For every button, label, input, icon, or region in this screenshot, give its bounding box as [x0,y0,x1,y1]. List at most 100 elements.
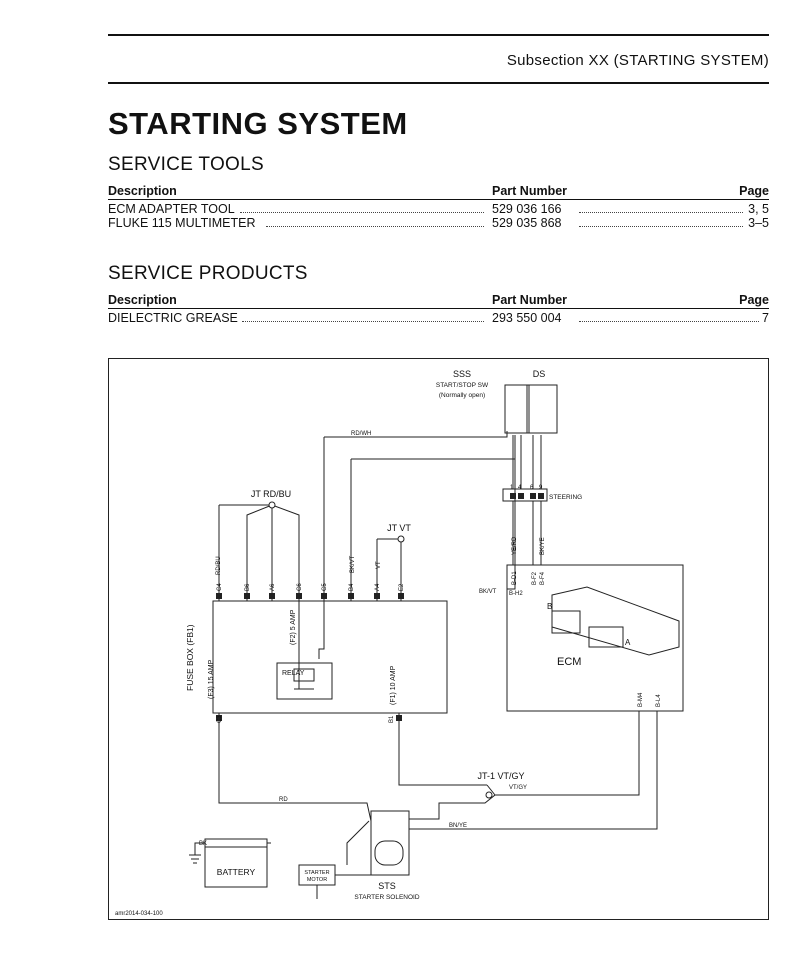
pin-b4: B4 [349,583,355,591]
tool-description: FLUKE 115 MULTIMETER [108,216,256,230]
wiring-diagram: SSS START/STOP SW (Normally open) DS JT … [108,358,769,920]
tool-page: 3, 5 [748,202,769,216]
pin-1: 1 [510,485,514,491]
ecm-a-label: A [625,638,631,647]
pin-c5: C5 [322,583,328,591]
wire-label-bn-ye: BN/YE [449,823,467,829]
fuse-f1-label: (F1) 10 AMP [390,665,397,705]
pin-b-h2: B-H2 [509,591,523,597]
header-rule [108,82,769,84]
product-page: 7 [762,311,769,325]
wire-rd-wh [324,431,508,438]
pin-a6: A6 [270,583,276,591]
wire-rd-bu-a [219,504,273,601]
ecm-label: ECM [557,656,581,668]
pin-b6: B6 [245,583,251,591]
sts-code: STS [378,881,396,891]
wire-label-rd: RD [279,797,288,803]
relay-box [276,662,333,700]
wire-label-bk-vt: BK/VT [479,589,497,595]
col-description: Description [108,293,177,307]
fuse-f3-label: (F3) 15 AMP [208,659,215,699]
service-products-table: Description Part Number Page DIELECTRIC … [108,293,769,325]
ds-body [526,384,558,434]
pin-b-m4: B-M4 [638,692,644,707]
junction-rd-bu [268,501,276,509]
col-page: Page [739,293,769,307]
page-title: STARTING SYSTEM [108,106,408,141]
col-part-number: Part Number [492,293,568,307]
pin-c3: C3 [217,715,223,723]
pin-b-f4: B-F4 [540,571,546,585]
wire-bk-vt [351,435,516,460]
junction-jt1 [485,791,493,799]
wire-label-rd-bu: RD/BU [216,556,222,575]
sss-switch-body [504,384,530,434]
pin-e2: E2 [399,583,405,591]
starter-solenoid-box [370,810,410,876]
jt1-label: JT-1 VT/GY [477,771,524,781]
junction-vt [397,535,405,543]
ecm-box [506,564,684,712]
wire-label-bk-vt-2: BK/VT [350,555,356,573]
pin-9: 9 [539,485,543,491]
wire-label-ye-rd: YE/RD [512,536,518,555]
col-description: Description [108,184,177,198]
service-tools-heading: SERVICE TOOLS [108,154,264,175]
wiring-diagram-svg: SSS START/STOP SW (Normally open) DS JT … [115,369,684,917]
table-header: Description Part Number Page [108,293,769,309]
service-products-heading: SERVICE PRODUCTS [108,263,308,284]
sss-code: SSS [453,369,471,379]
pin-4: 4 [518,485,522,491]
wire-label-bk-ye: BK/YE [540,537,546,555]
steering-connector [502,488,548,502]
col-part-number: Part Number [492,184,568,198]
wire-label-rd-wh: RD/WH [351,431,371,437]
pin-a4: A4 [375,583,381,591]
tool-page: 3–5 [748,216,769,230]
battery-label: BATTERY [217,867,256,877]
tool-part-number: 529 036 166 [492,202,562,216]
wire-vt-gy-ecm [495,711,640,796]
sss-note: (Normally open) [439,392,485,399]
sss-name: START/STOP SW [436,382,489,389]
product-description: DIELECTRIC GREASE [108,311,238,325]
fuse-box-label: FUSE BOX (FB1) [185,624,195,691]
image-id: amr2014-034-100 [115,911,163,917]
table-row: FLUKE 115 MULTIMETER 529 035 868 3–5 [108,216,769,230]
starter-motor-label-2: MOTOR [307,877,327,883]
starter-motor-label-1: STARTER [304,870,329,876]
pin-b-d1: B-D1 [512,571,518,585]
fuse-box [212,600,448,714]
battery-top [204,838,268,848]
subsection-label: Subsection XX (STARTING SYSTEM) [506,52,769,69]
pin-b-f2: B-F2 [532,571,538,585]
ds-code: DS [533,369,546,379]
sts-name: STARTER SOLENOID [354,894,419,901]
wire-rd-battery [218,713,372,822]
wire-vt-gy-fuse [398,713,487,786]
ecm-module [551,586,680,656]
jt-vt-label: JT VT [387,523,411,533]
wire-label-bk: BK [199,841,207,847]
jt-rd-bu-label: JT RD/BU [251,489,291,499]
col-page: Page [739,184,769,198]
relay-label: RELAY [282,670,305,677]
ecm-b-label: B [547,602,552,611]
product-part-number: 293 550 004 [492,311,562,325]
pin-c4: C4 [217,583,223,591]
tool-description: ECM ADAPTER TOOL [108,202,237,216]
ecm-connector-b [551,610,581,634]
table-header: Description Part Number Page [108,184,769,200]
service-tools-table: Description Part Number Page ECM ADAPTER… [108,184,769,230]
top-rule [108,34,769,36]
wire-label-vt: VT [376,561,382,569]
table-row: ECM ADAPTER TOOL 529 036 166 3, 5 [108,202,769,216]
wire-bn-ye [409,711,658,830]
solenoid-plug [374,840,404,866]
table-row: DIELECTRIC GREASE 293 550 004 7 [108,311,769,325]
pin-b-l4: B-L4 [656,694,662,707]
wire-label-vt-gy: VT/GY [509,785,527,791]
fuse-f2-label: (F2) 5 AMP [290,609,297,645]
steering-label: STEERING [549,494,582,501]
